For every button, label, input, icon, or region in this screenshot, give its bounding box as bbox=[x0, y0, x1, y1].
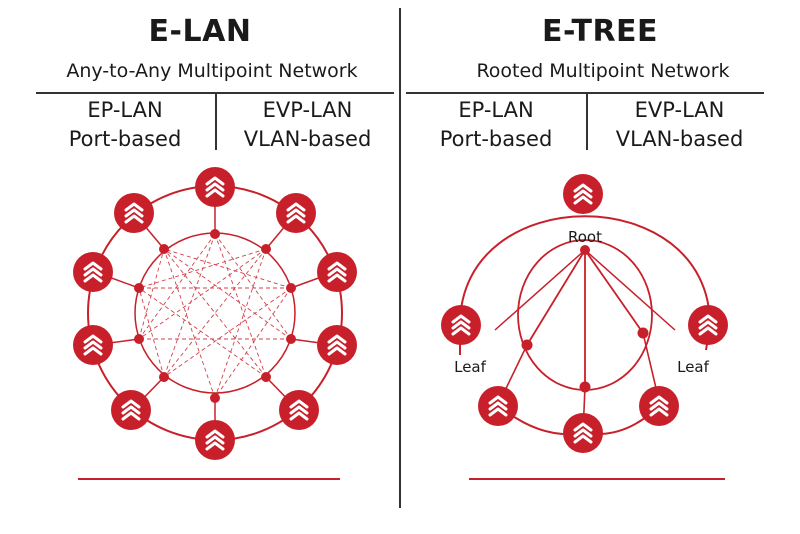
center-divider bbox=[399, 8, 401, 508]
elan-ep-lan-name: EP-LAN bbox=[87, 98, 163, 122]
elan-bottom-rule bbox=[78, 478, 340, 480]
etree-junction-dots bbox=[521, 245, 649, 393]
etree-ep-lan: EP-LAN Port-based bbox=[410, 96, 582, 154]
elan-variant-divider bbox=[215, 94, 217, 150]
elan-mesh bbox=[138, 233, 292, 399]
elan-title: E-LAN bbox=[148, 14, 252, 49]
network-node-icon bbox=[315, 250, 359, 294]
etree-diagram bbox=[439, 172, 730, 455]
elan-evp-lan-type: VLAN-based bbox=[243, 127, 372, 151]
etree-subtitle: Rooted Multipoint Network bbox=[476, 60, 730, 82]
leaf-node-icon bbox=[637, 384, 681, 428]
elan-diagram bbox=[71, 165, 359, 462]
leaf-node-icon bbox=[439, 303, 483, 347]
etree-bottom-rule bbox=[469, 478, 725, 480]
leaf-node-icon bbox=[686, 303, 730, 347]
etree-variant-divider bbox=[586, 94, 588, 150]
elan-subtitle: Any-to-Any Multipoint Network bbox=[66, 60, 358, 82]
etree-ep-lan-name: EP-LAN bbox=[458, 98, 534, 122]
elan-ep-lan-type: Port-based bbox=[68, 127, 182, 151]
etree-title: E-TREE bbox=[541, 14, 659, 49]
header-divider-left bbox=[36, 92, 394, 94]
network-node-icon bbox=[71, 250, 115, 294]
elan-ep-lan: EP-LAN Port-based bbox=[40, 96, 210, 154]
elan-evp-lan: EVP-LAN VLAN-based bbox=[220, 96, 395, 154]
elan-inner-ring bbox=[134, 232, 296, 394]
network-node-icon bbox=[193, 165, 237, 209]
etree-ep-lan-type: Port-based bbox=[439, 127, 553, 151]
etree-evp-lan: EVP-LAN VLAN-based bbox=[592, 96, 767, 154]
network-node-icon bbox=[71, 323, 115, 367]
etree-evp-lan-type: VLAN-based bbox=[615, 127, 744, 151]
network-node-icon bbox=[277, 388, 321, 432]
leaf-node-icon bbox=[561, 411, 605, 455]
elan-junction-dots bbox=[134, 229, 296, 403]
network-node-icon bbox=[112, 191, 156, 235]
network-node-icon bbox=[274, 191, 318, 235]
root-node-icon bbox=[561, 172, 605, 216]
network-node-icon bbox=[109, 388, 153, 432]
network-node-icon bbox=[315, 323, 359, 367]
leaf-node-icon bbox=[476, 384, 520, 428]
leaf-label-right: Leaf bbox=[677, 358, 709, 376]
elan-evp-lan-name: EVP-LAN bbox=[262, 98, 353, 122]
leaf-label-left: Leaf bbox=[454, 358, 486, 376]
root-label: Root bbox=[568, 228, 602, 246]
etree-evp-lan-name: EVP-LAN bbox=[634, 98, 725, 122]
network-node-icon bbox=[193, 418, 237, 462]
header-divider-right bbox=[406, 92, 764, 94]
